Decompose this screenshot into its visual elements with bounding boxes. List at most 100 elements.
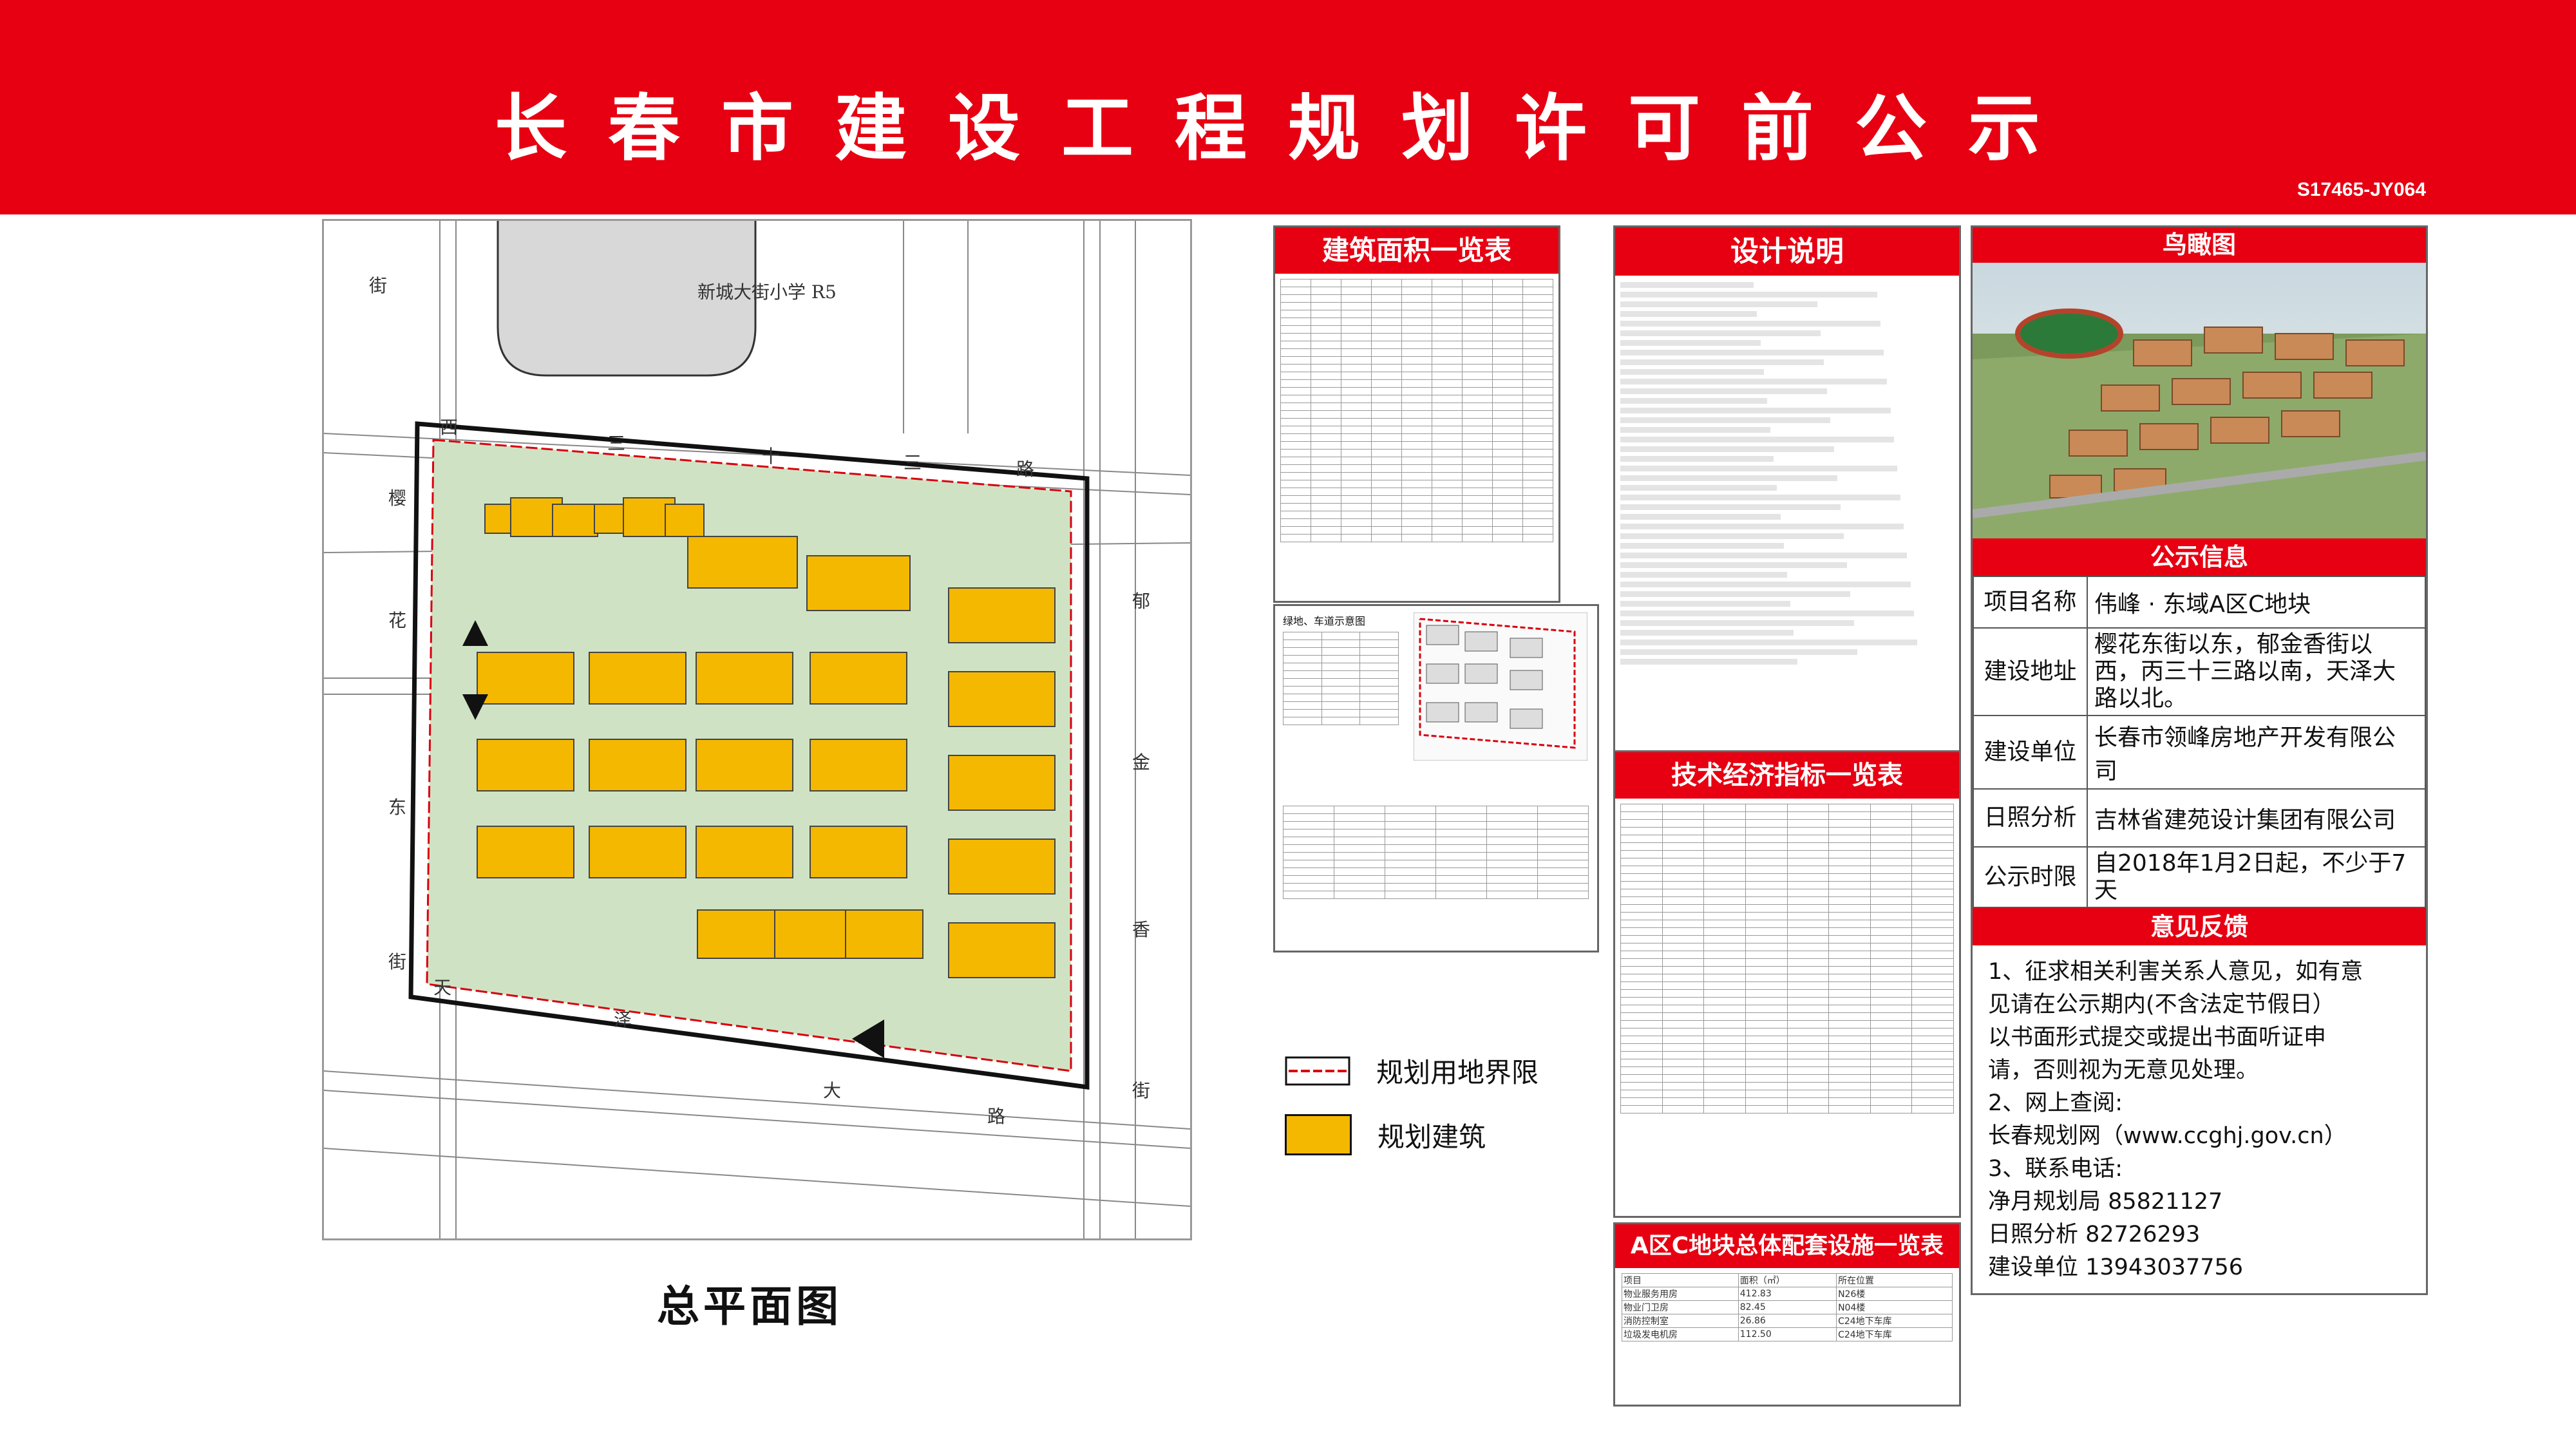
grid-cell xyxy=(1703,1020,1746,1028)
grid-cell xyxy=(1703,1074,1746,1083)
grid-cell xyxy=(1828,842,1871,851)
legend-boundary: 规划用地界限 xyxy=(1285,1051,1539,1090)
grid-cell xyxy=(1401,356,1432,365)
grid-cell xyxy=(1341,488,1372,496)
design-note-line xyxy=(1620,437,1894,442)
grid-cell xyxy=(1828,819,1871,828)
grid-cell xyxy=(1786,1043,1830,1052)
grid-cell xyxy=(1828,935,1871,943)
grid-cell xyxy=(1745,842,1788,851)
grid-cell xyxy=(1522,511,1553,519)
grid-cell xyxy=(1311,441,1341,450)
grid-cell xyxy=(1492,395,1523,403)
grid-row xyxy=(1283,813,1589,822)
grid-cell xyxy=(1828,1105,1871,1114)
header-banner: 长春市建设工程规划许可前公示 S17465-JY064 xyxy=(0,0,2576,214)
grid-cell xyxy=(1745,935,1788,943)
grid-cell xyxy=(1870,881,1913,889)
grid-cell xyxy=(1828,974,1871,982)
grid-cell xyxy=(1401,457,1432,465)
grid-cell xyxy=(1371,372,1402,380)
grid-cell xyxy=(1492,348,1523,357)
design-note-line xyxy=(1620,591,1851,597)
grid-cell xyxy=(1334,883,1385,891)
grid-cell xyxy=(1786,1051,1830,1059)
grid-cell xyxy=(1462,449,1493,457)
grid-cell xyxy=(1870,1074,1913,1083)
road-label-east-0: 郁 xyxy=(1132,591,1150,612)
grid-cell xyxy=(1522,395,1553,403)
grid-row xyxy=(1620,1105,1954,1114)
design-note-line xyxy=(1620,514,1781,520)
grid-cell xyxy=(1311,472,1341,480)
grid-cell xyxy=(1662,1020,1705,1028)
facilities-header: 所在位置 xyxy=(1836,1273,1953,1287)
grid-cell xyxy=(1371,495,1402,504)
grid-cell xyxy=(1432,279,1463,287)
grid-cell xyxy=(1371,464,1402,473)
design-note-line xyxy=(1620,456,1774,462)
grid-cell xyxy=(1745,943,1788,951)
grid-cell xyxy=(1280,403,1311,411)
grid-cell xyxy=(1311,294,1341,303)
grid-cell xyxy=(1828,981,1871,990)
design-note-line xyxy=(1620,282,1754,288)
grid-row xyxy=(1280,294,1553,303)
grid-cell xyxy=(1703,920,1746,928)
grid-row xyxy=(1283,701,1399,710)
grid-cell xyxy=(1311,372,1341,380)
grid-cell xyxy=(1371,433,1402,442)
grid-row xyxy=(1283,655,1399,663)
site-plan-drawing: 西 三 十 三 路 樱 花 东 街 郁 金 香 街 天 泽 大 路 街 新城大街… xyxy=(322,219,1192,1240)
design-note-line xyxy=(1620,292,1877,298)
grid-cell xyxy=(1280,518,1311,527)
grid-cell xyxy=(1870,935,1913,943)
grid-cell xyxy=(1522,356,1553,365)
grid-cell xyxy=(1620,1074,1663,1083)
grid-cell xyxy=(1280,433,1311,442)
grid-cell xyxy=(1870,1028,1913,1036)
grid-cell xyxy=(1486,813,1538,822)
road-label-south-0: 天 xyxy=(433,977,451,998)
grid-cell xyxy=(1462,403,1493,411)
legend-building: 规划建筑 xyxy=(1285,1114,1486,1155)
grid-cell xyxy=(1311,503,1341,511)
grid-cell xyxy=(1828,1097,1871,1106)
grid-cell xyxy=(1462,495,1493,504)
grid-cell xyxy=(1703,912,1746,920)
grid-cell xyxy=(1522,372,1553,380)
grid-cell xyxy=(1828,1043,1871,1052)
grid-cell xyxy=(1283,821,1334,829)
grid-cell xyxy=(1280,310,1311,318)
grid-cell xyxy=(1280,302,1311,310)
grid-cell xyxy=(1870,1066,1913,1075)
grid-cell xyxy=(1703,997,1746,1005)
grid-row xyxy=(1620,804,1954,812)
grid-cell xyxy=(1911,1090,1954,1098)
grid-cell xyxy=(1745,997,1788,1005)
grid-cell xyxy=(1745,1097,1788,1106)
grid-cell xyxy=(1786,943,1830,951)
grid-cell xyxy=(1703,1012,1746,1021)
grid-cell xyxy=(1662,819,1705,828)
grid-cell xyxy=(1283,663,1322,671)
grid-cell xyxy=(1703,873,1746,882)
grid-cell xyxy=(1662,1090,1705,1098)
grid-cell xyxy=(1385,867,1436,876)
grid-cell xyxy=(1371,410,1402,419)
grid-cell xyxy=(1620,943,1663,951)
grid-cell xyxy=(1486,875,1538,884)
grid-cell xyxy=(1703,935,1746,943)
info-key: 建设单位 xyxy=(1973,715,2088,790)
facilities-header: 项目 xyxy=(1622,1273,1739,1287)
grid-cell xyxy=(1662,1036,1705,1044)
grid-cell xyxy=(1492,488,1523,496)
grid-cell xyxy=(1280,480,1311,488)
grid-cell xyxy=(1620,1036,1663,1044)
grid-cell xyxy=(1311,534,1341,542)
grid-cell xyxy=(1911,989,1954,998)
road-label-south-1: 泽 xyxy=(614,1009,632,1030)
grid-cell xyxy=(1620,920,1663,928)
grid-row xyxy=(1280,302,1553,310)
grid-row xyxy=(1280,418,1553,426)
